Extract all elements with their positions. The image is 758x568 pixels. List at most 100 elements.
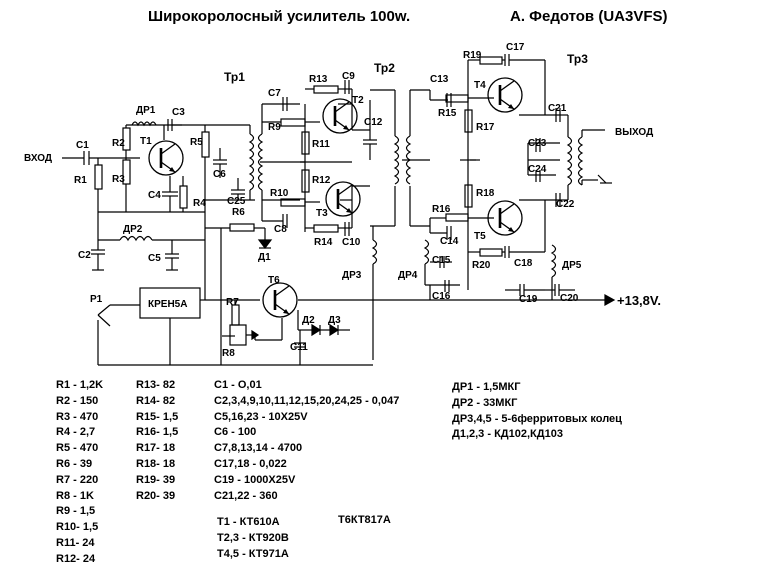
list-item: С2,3,4,9,10,11,12,15,20,24,25 - 0,047	[214, 394, 400, 407]
list-item: R20- 39	[136, 489, 176, 502]
c14-label: С14	[440, 236, 459, 247]
transistor-t4	[486, 76, 524, 114]
c25-label: С25	[227, 196, 246, 207]
tr2-label: Тр2	[374, 61, 395, 75]
regulator-label: КРЕН5А	[148, 299, 187, 310]
dr4-label: ДР4	[398, 270, 418, 281]
list-item: Т2,3 - КТ920В	[217, 532, 289, 544]
list-item: R10- 1,5	[56, 521, 99, 534]
choke-diode-list: ДР1 - 1,5МКГ ДР2 - 33МКГ ДР3,4,5 - 5-6фе…	[452, 380, 622, 443]
tr1-label: Тр1	[224, 70, 245, 84]
c2-label: С2	[78, 250, 91, 261]
list-item: R2 - 150	[56, 394, 99, 407]
list-item: R16- 1,5	[136, 426, 179, 439]
list-item: R12- 24	[56, 552, 96, 565]
r17-label: R17	[476, 122, 495, 133]
list-item: ДР3,4,5 - 5-6ферритовых колец	[452, 412, 622, 425]
capacitor-list: С1 - О,01 С2,3,4,9,10,11,12,15,20,24,25 …	[214, 378, 399, 504]
r19-label: R19	[463, 50, 482, 61]
r1-label: R1	[74, 175, 87, 186]
list-item: С6 - 100	[214, 426, 257, 439]
list-item: С21,22 - 360	[214, 489, 278, 502]
dr1-label: ДР1	[136, 105, 156, 116]
tr3-label: Тр3	[567, 52, 588, 66]
list-item: ДР2 - 33МКГ	[452, 396, 518, 409]
list-item: R3 - 470	[56, 410, 99, 423]
t5-label: T5	[474, 231, 486, 242]
list-item: R13- 82	[136, 379, 176, 391]
list-item: Т1 - КТ610А	[217, 516, 280, 528]
transistor-t3	[324, 180, 362, 218]
r20-label: R20	[472, 260, 491, 271]
d3-label: Д3	[328, 315, 341, 326]
r12-label: R12	[312, 175, 331, 186]
list-item: R8 - 1K	[56, 489, 94, 502]
list-item: R9 - 1,5	[56, 505, 96, 518]
c23-label: С23	[528, 138, 547, 149]
r3-label: R3	[112, 174, 125, 185]
dr5-label: ДР5	[562, 260, 582, 271]
list-item: С5,16,23 - 10Х25V	[214, 410, 308, 423]
list-item: R15- 1,5	[136, 410, 179, 423]
list-item: С7,8,13,14 - 4700	[214, 442, 303, 455]
r16-label: R16	[432, 204, 451, 215]
transistor-t6	[261, 281, 299, 319]
list-item: Т4,5 - КТ971А	[217, 548, 289, 560]
c20-label: С20	[560, 293, 579, 304]
r14-label: R14	[314, 237, 333, 248]
dr3-label: ДР3	[342, 270, 362, 281]
d1-label: Д1	[258, 252, 271, 263]
r13-label: R13	[309, 74, 328, 85]
p1-label: Р1	[90, 294, 103, 305]
c5-label: С5	[148, 253, 161, 264]
c21-label: С21	[548, 103, 567, 114]
c9-label: С9	[342, 71, 355, 82]
transistor-t1	[147, 139, 185, 177]
list-item: С19 - 1000Х25V	[214, 473, 296, 486]
list-item: R17- 18	[136, 442, 176, 455]
list-item: R19- 39	[136, 473, 176, 486]
t3-label: T3	[316, 208, 328, 219]
r9-label: R9	[268, 122, 281, 133]
t4-label: T4	[474, 80, 486, 91]
transistor-list: Т1 - КТ610А Т2,3 - КТ920В Т4,5 - КТ971А	[217, 514, 289, 562]
list-item: R7 - 220	[56, 473, 99, 486]
list-item: R5 - 470	[56, 442, 99, 455]
c10-label: С10	[342, 237, 361, 248]
c22-label: С22	[556, 199, 575, 210]
c11-label: С11	[290, 342, 308, 353]
list-item: ДР1 - 1,5МКГ	[452, 381, 521, 393]
c24-label: С24	[528, 164, 547, 175]
input-label: ВХОД	[24, 153, 52, 164]
list-item: R6 - 39	[56, 457, 93, 470]
t2-label: T2	[352, 95, 364, 106]
list-item: R18- 18	[136, 457, 176, 470]
c13-label: С13	[430, 74, 449, 85]
dr2-label: ДР2	[123, 224, 143, 235]
c17-label: С17	[506, 42, 525, 53]
c4-label: С4	[148, 190, 161, 201]
list-item: R11- 24	[56, 536, 95, 549]
schematic-title: Широкоролосный усилитель 100w.	[148, 8, 411, 25]
r8-label: R8	[222, 348, 235, 359]
t1-label: T1	[140, 136, 152, 147]
list-item: R14- 82	[136, 394, 176, 407]
t6-label: T6	[268, 275, 280, 286]
c12-label: С12	[364, 117, 383, 128]
list-item: R4 - 2,7	[56, 426, 96, 439]
r5-label: R5	[190, 137, 203, 148]
c7-label: С7	[268, 88, 281, 99]
resistor-list-2: R13- 82 R14- 82 R15- 1,5 R16- 1,5 R17- 1…	[136, 378, 178, 504]
list-item: R1 - 1,2K	[56, 379, 104, 391]
c15-label: С15	[432, 255, 451, 266]
c3-label: С3	[172, 107, 185, 118]
c16-label: С16	[432, 291, 451, 302]
c6-label: С6	[213, 169, 226, 180]
list-item: Д1,2,3 - КД102,КД103	[452, 428, 563, 441]
output-label: ВЫХОД	[615, 127, 653, 138]
c18-label: С18	[514, 258, 533, 269]
c1-label: С1	[76, 140, 89, 151]
r11-label: R11	[312, 139, 330, 150]
d2-label: Д2	[302, 315, 315, 326]
